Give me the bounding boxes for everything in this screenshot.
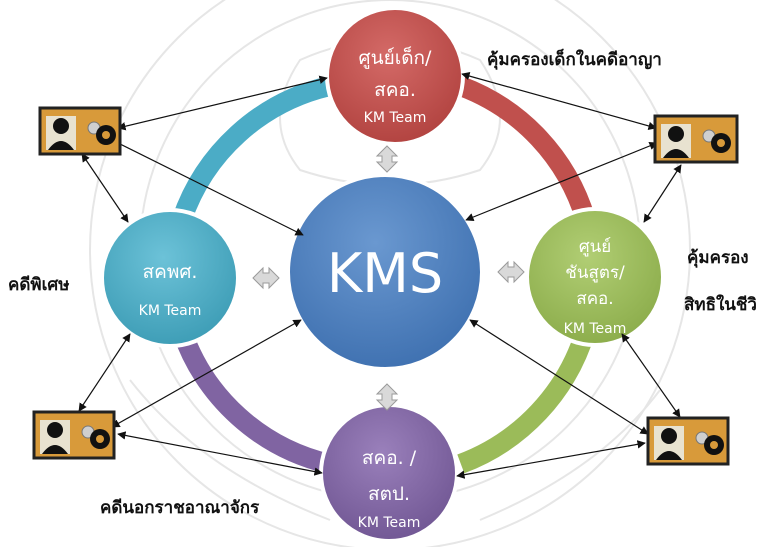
right-node-line1: ศูนย์ — [579, 237, 611, 257]
double-arrow-top — [375, 145, 399, 173]
person-gears-icon — [32, 410, 116, 460]
ring-arc-teal — [172, 76, 332, 223]
connector-tl-top — [117, 75, 328, 131]
connector-tl-left — [81, 153, 129, 223]
ring-arc-red — [457, 76, 596, 223]
label-protection-line2: สิทธิในชีวิ — [684, 295, 757, 315]
connector-tr-top — [461, 71, 657, 131]
connector-tl-center — [111, 139, 304, 236]
connector-tr-right — [643, 164, 682, 223]
center-label: KMS — [327, 242, 443, 305]
connector-br-bottom — [456, 440, 646, 479]
connector-bl-bottom — [117, 431, 323, 476]
label-special-case: คดีพิเศษ — [8, 275, 70, 295]
person-gears-icon — [38, 106, 122, 156]
right-node-line3: สคอ. — [576, 289, 613, 309]
label-overseas-case: คดีนอกราชอาณาจักร — [100, 498, 260, 518]
bottom-node-line1: สคอ. / — [362, 447, 417, 469]
right-node-line2: ชันสูตร/ — [565, 263, 625, 283]
double-arrow-left — [252, 266, 280, 290]
label-child-protection: คุ้มครองเด็กในคดีอาญา — [487, 50, 662, 70]
center-circle — [286, 173, 484, 371]
bottom-node-line2: สตป. — [368, 483, 410, 505]
person-gears-icon — [653, 114, 739, 164]
label-protection-line1: คุ้มครอง — [687, 248, 749, 268]
left-node-team: KM Team — [139, 303, 202, 319]
connector-tr-center — [465, 141, 658, 222]
double-arrow-right — [497, 260, 525, 284]
connector-br-center — [469, 319, 649, 435]
top-node-team: KM Team — [364, 110, 427, 126]
connector-br-right — [621, 333, 681, 418]
left-node-line1: สคพศ. — [143, 261, 198, 283]
double-arrow-bottom — [375, 383, 399, 411]
right-node-team: KM Team — [564, 321, 627, 337]
person-gears-icon — [646, 416, 730, 466]
ring-arc-green — [457, 327, 596, 474]
connector-bl-left — [78, 333, 131, 412]
connector-bl-center — [111, 319, 302, 428]
top-node-line2: สคอ. — [374, 79, 416, 101]
top-node-line1: ศูนย์เด็ก/ — [359, 45, 433, 69]
bottom-node-team: KM Team — [358, 515, 421, 531]
ring-arc-purple — [172, 327, 332, 474]
